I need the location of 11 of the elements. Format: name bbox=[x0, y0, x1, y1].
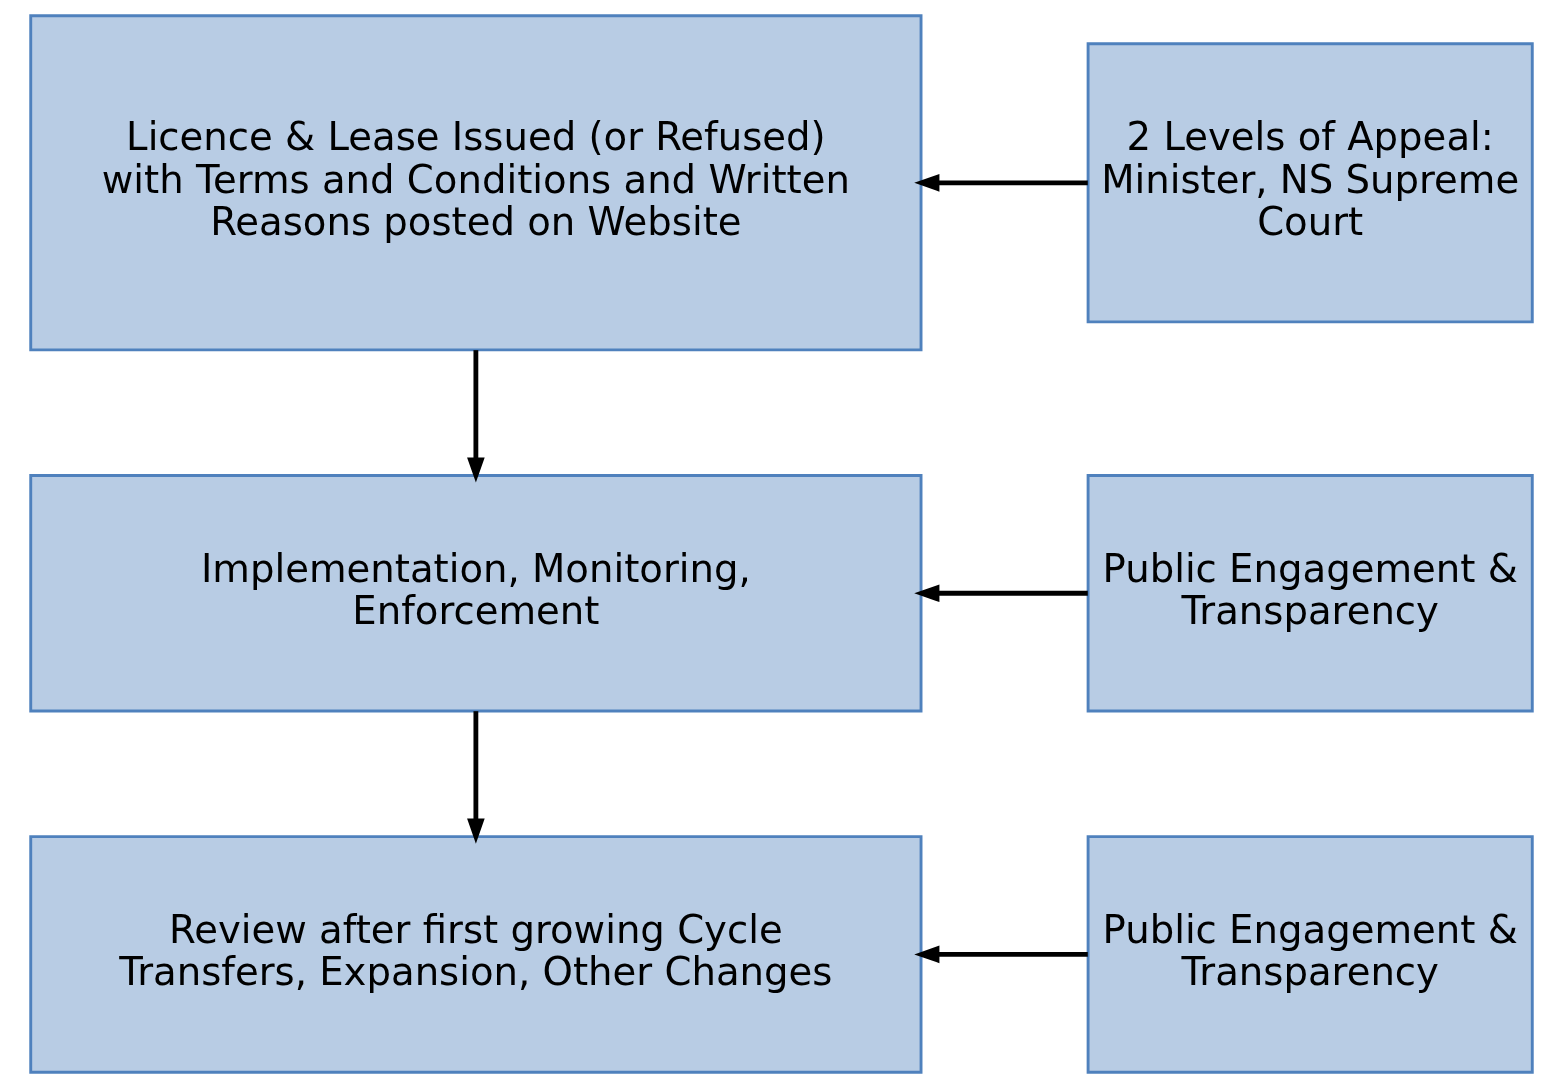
arrow bbox=[466, 711, 485, 844]
node-box: Public Engagement & Transparency bbox=[1086, 474, 1534, 713]
arrow bbox=[913, 174, 1088, 192]
node-box: Implementation, Monitoring, Enforcement bbox=[28, 474, 922, 713]
arrow bbox=[466, 350, 485, 483]
node-box: Licence & Lease Issued (or Refused) with Terms and Conditions and Written Reasons posted on Website bbox=[28, 14, 922, 352]
node-box: 2 Levels of Appeal: Minister, NS Supreme Court bbox=[1086, 42, 1534, 324]
node-box: Review after first growing Cycle Transfers, Expansion, Other Changes bbox=[28, 835, 922, 1074]
arrow bbox=[913, 584, 1088, 603]
arrow bbox=[913, 945, 1088, 964]
node-box: Public Engagement & Transparency bbox=[1086, 835, 1534, 1074]
